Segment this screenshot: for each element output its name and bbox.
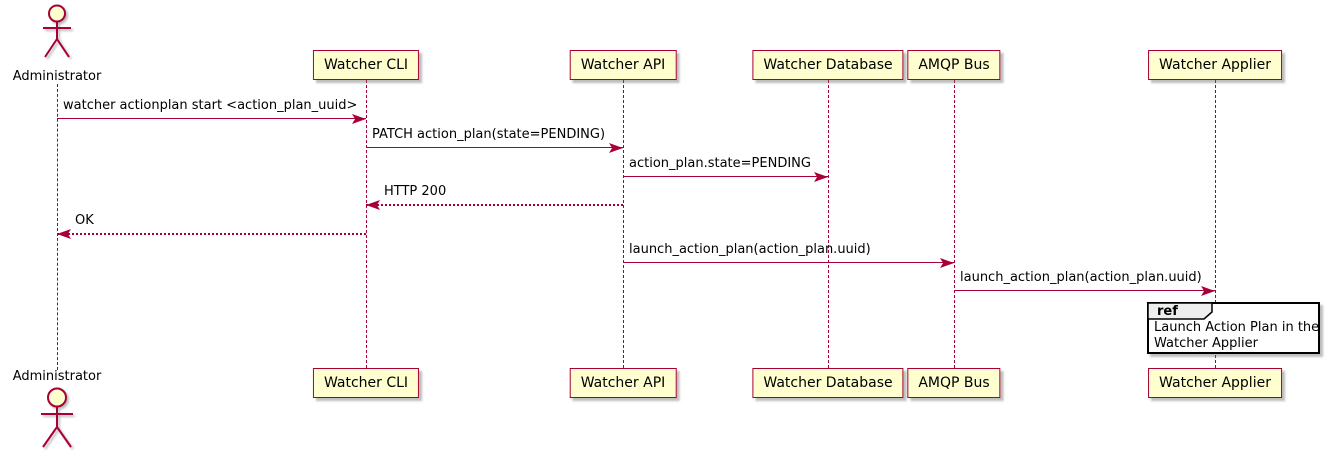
participant-amqp-bus-bottom: AMQP Bus [907,368,1001,398]
message-label-4: HTTP 200 [384,184,447,199]
lifeline-watcher-cli [366,80,367,368]
participant-watcher-cli-top: Watcher CLI [312,50,420,80]
participant-watcher-applier-top: Watcher Applier [1148,50,1282,80]
ref-text-line: Watcher Applier [1154,336,1258,351]
message-line-1 [57,118,366,119]
participant-watcher-database-bottom: Watcher Database [752,368,904,398]
message-label-2: PATCH action_plan(state=PENDING) [372,127,606,142]
lifeline-watcher-api [623,80,624,368]
message-label-3: action_plan.state=PENDING [629,156,811,171]
lifeline-watcher-database [828,80,829,368]
message-line-5 [57,233,366,235]
participant-watcher-api-bottom: Watcher API [569,368,677,398]
lifeline-amqp-bus [954,80,955,368]
actor-label: Administrator [12,369,102,384]
message-line-2 [366,147,623,148]
message-label-5: OK [75,213,94,228]
message-label-1: watcher actionplan start <action_plan_uu… [63,98,358,113]
participant-watcher-cli-bottom: Watcher CLI [312,368,420,398]
message-line-4 [366,204,623,206]
participant-amqp-bus-top: AMQP Bus [907,50,1001,80]
lifeline-administrator [57,84,58,370]
message-line-6 [623,262,954,263]
message-arrowhead-3 [814,172,828,182]
message-line-7 [954,290,1215,291]
ref-tab-shape [1148,303,1213,320]
ref-keyword: ref [1157,304,1178,319]
message-arrowhead-6 [940,258,954,268]
message-arrowhead-2 [609,143,623,153]
ref-text-line: Launch Action Plan in the [1154,320,1320,335]
message-arrowhead-1 [352,114,366,124]
participant-watcher-database-top: Watcher Database [752,50,904,80]
message-arrowhead-5 [57,229,71,239]
message-line-3 [623,176,828,177]
lifeline-watcher-applier [1215,80,1216,368]
actor-label: Administrator [12,69,102,84]
participant-watcher-api-top: Watcher API [569,50,677,80]
actor-figure-icon [43,4,71,58]
ref-fragment: ref Launch Action Plan in the Watcher Ap… [1147,302,1320,354]
message-label-7: launch_action_plan(action_plan.uuid) [960,270,1202,285]
message-label-6: launch_action_plan(action_plan.uuid) [629,242,871,257]
message-arrowhead-4 [366,200,380,210]
actor-figure-icon [41,387,73,448]
participant-watcher-applier-bottom: Watcher Applier [1148,368,1282,398]
message-arrowhead-7 [1201,286,1215,296]
